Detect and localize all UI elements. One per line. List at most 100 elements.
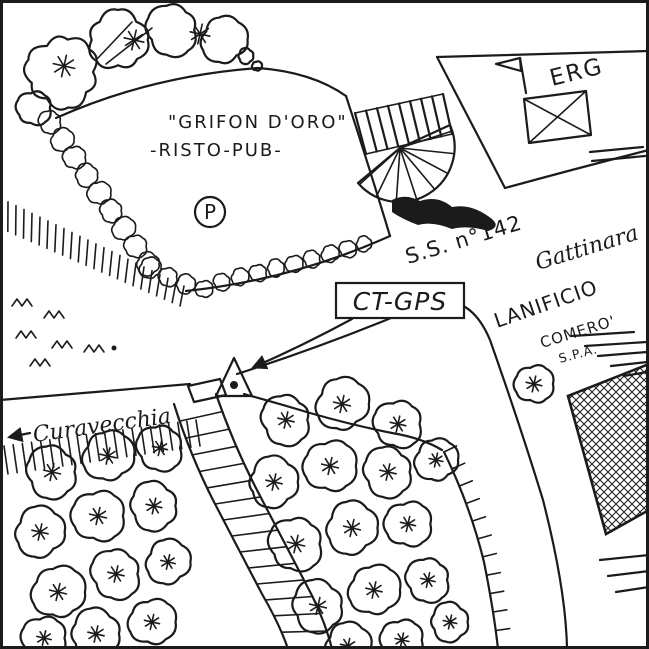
fan-spoke xyxy=(399,147,454,155)
left-arrow-icon xyxy=(6,427,32,443)
field-hatch xyxy=(112,430,119,459)
vine-blob xyxy=(248,454,300,510)
road-edge-main-north-east xyxy=(503,148,649,190)
vine-blob xyxy=(361,445,412,500)
pub-lot: P xyxy=(37,66,373,299)
path-step xyxy=(280,630,328,634)
vine-blob xyxy=(69,489,125,543)
star-icon xyxy=(88,506,108,526)
branch-lines xyxy=(97,21,153,65)
vine-blob xyxy=(14,504,67,559)
footpath-right-edge xyxy=(214,392,334,649)
junction-area xyxy=(353,92,496,231)
factory-tree xyxy=(512,364,555,404)
fan-spoke xyxy=(399,147,435,190)
star-icon xyxy=(52,54,76,78)
grass-mark xyxy=(11,298,33,307)
hedge-hatch xyxy=(30,212,33,243)
hedge-bush xyxy=(122,234,148,259)
road-edge-cross-left xyxy=(344,94,392,238)
vine-blob xyxy=(291,577,344,635)
roadside-hatch xyxy=(443,445,458,453)
vine-blob xyxy=(404,557,450,605)
guardrail-line xyxy=(614,585,649,594)
crosswalk-stripe xyxy=(408,100,421,143)
hedge-hatch xyxy=(77,235,81,263)
hedge-hatch xyxy=(163,277,169,301)
field-hatch xyxy=(67,436,73,466)
field-hatch xyxy=(12,443,18,474)
vine-blob xyxy=(314,375,371,431)
tree-blob xyxy=(88,8,150,70)
hedge-hatch xyxy=(155,273,161,297)
bush xyxy=(266,258,286,278)
vine-blob xyxy=(301,439,358,493)
road-edge-main-south-and-branch xyxy=(235,299,569,649)
fuel-station xyxy=(494,56,647,163)
field-hatch xyxy=(186,420,192,449)
path-step xyxy=(191,445,238,456)
bush-dark xyxy=(157,266,178,288)
erg-label: ERG xyxy=(547,53,606,91)
vine-blob xyxy=(412,437,460,482)
star-icon xyxy=(365,581,383,599)
bush xyxy=(284,254,304,274)
path-step xyxy=(222,512,271,521)
lot-outline xyxy=(54,66,348,120)
guardrail-line xyxy=(570,330,636,338)
path-step xyxy=(214,496,262,505)
path-step xyxy=(231,529,279,537)
road-edge-cross-right xyxy=(435,55,507,190)
gps-marker-icon xyxy=(214,356,254,398)
star-icon xyxy=(151,439,169,457)
star-icon xyxy=(189,23,211,45)
path-step xyxy=(239,545,288,553)
star-icon xyxy=(442,614,458,630)
tree-cluster xyxy=(14,3,264,127)
hedge-hatch xyxy=(124,258,129,284)
hedge-bush xyxy=(37,109,62,135)
vine-blob xyxy=(89,548,140,602)
tree-blob xyxy=(250,60,264,72)
hedge-hatch xyxy=(132,262,137,287)
guardrail-line xyxy=(598,553,649,562)
hedge-hatch xyxy=(140,266,145,290)
hedge-hatch xyxy=(108,250,113,277)
vine-blob xyxy=(29,564,87,619)
crosswalk-stripe xyxy=(386,104,400,148)
fan-spoke xyxy=(399,147,418,200)
field-hatch xyxy=(195,419,201,447)
star-icon xyxy=(342,518,362,538)
path-step xyxy=(178,410,224,422)
roadside-hatch xyxy=(451,462,466,470)
vine-blob xyxy=(371,399,422,450)
callout-label: CT-GPS xyxy=(353,287,448,316)
crosswalk-stripe xyxy=(441,92,454,136)
map-labels: "GRIFON D'ORO" -RISTO-PUB- S.S. n°142 Ga… xyxy=(6,53,641,448)
field-top-edge xyxy=(242,392,444,452)
vine-blob xyxy=(429,600,470,644)
hedge-hatch xyxy=(46,220,49,250)
vine-blob xyxy=(126,597,178,646)
roadside-hatch xyxy=(492,608,508,613)
pub-type-label: -RISTO-PUB- xyxy=(150,140,283,161)
grass-mark xyxy=(43,310,65,319)
field-hatch xyxy=(39,440,46,470)
field-hatch xyxy=(85,434,92,463)
bush xyxy=(212,272,231,292)
hedge-hatch xyxy=(38,216,41,246)
star-icon xyxy=(107,565,125,583)
star-icon xyxy=(320,456,340,476)
road-edge-curavecchia xyxy=(0,382,192,402)
tree-blob xyxy=(22,35,98,111)
hedge-hatch xyxy=(85,239,89,267)
gazebo-fan xyxy=(356,123,456,204)
star-icon xyxy=(332,394,352,414)
bush xyxy=(230,267,250,287)
vine-blob xyxy=(70,606,121,649)
star-icon xyxy=(525,375,543,393)
bush xyxy=(302,249,321,269)
star-icon xyxy=(99,447,117,465)
star-icon xyxy=(143,613,161,631)
vine-blob xyxy=(378,618,424,649)
